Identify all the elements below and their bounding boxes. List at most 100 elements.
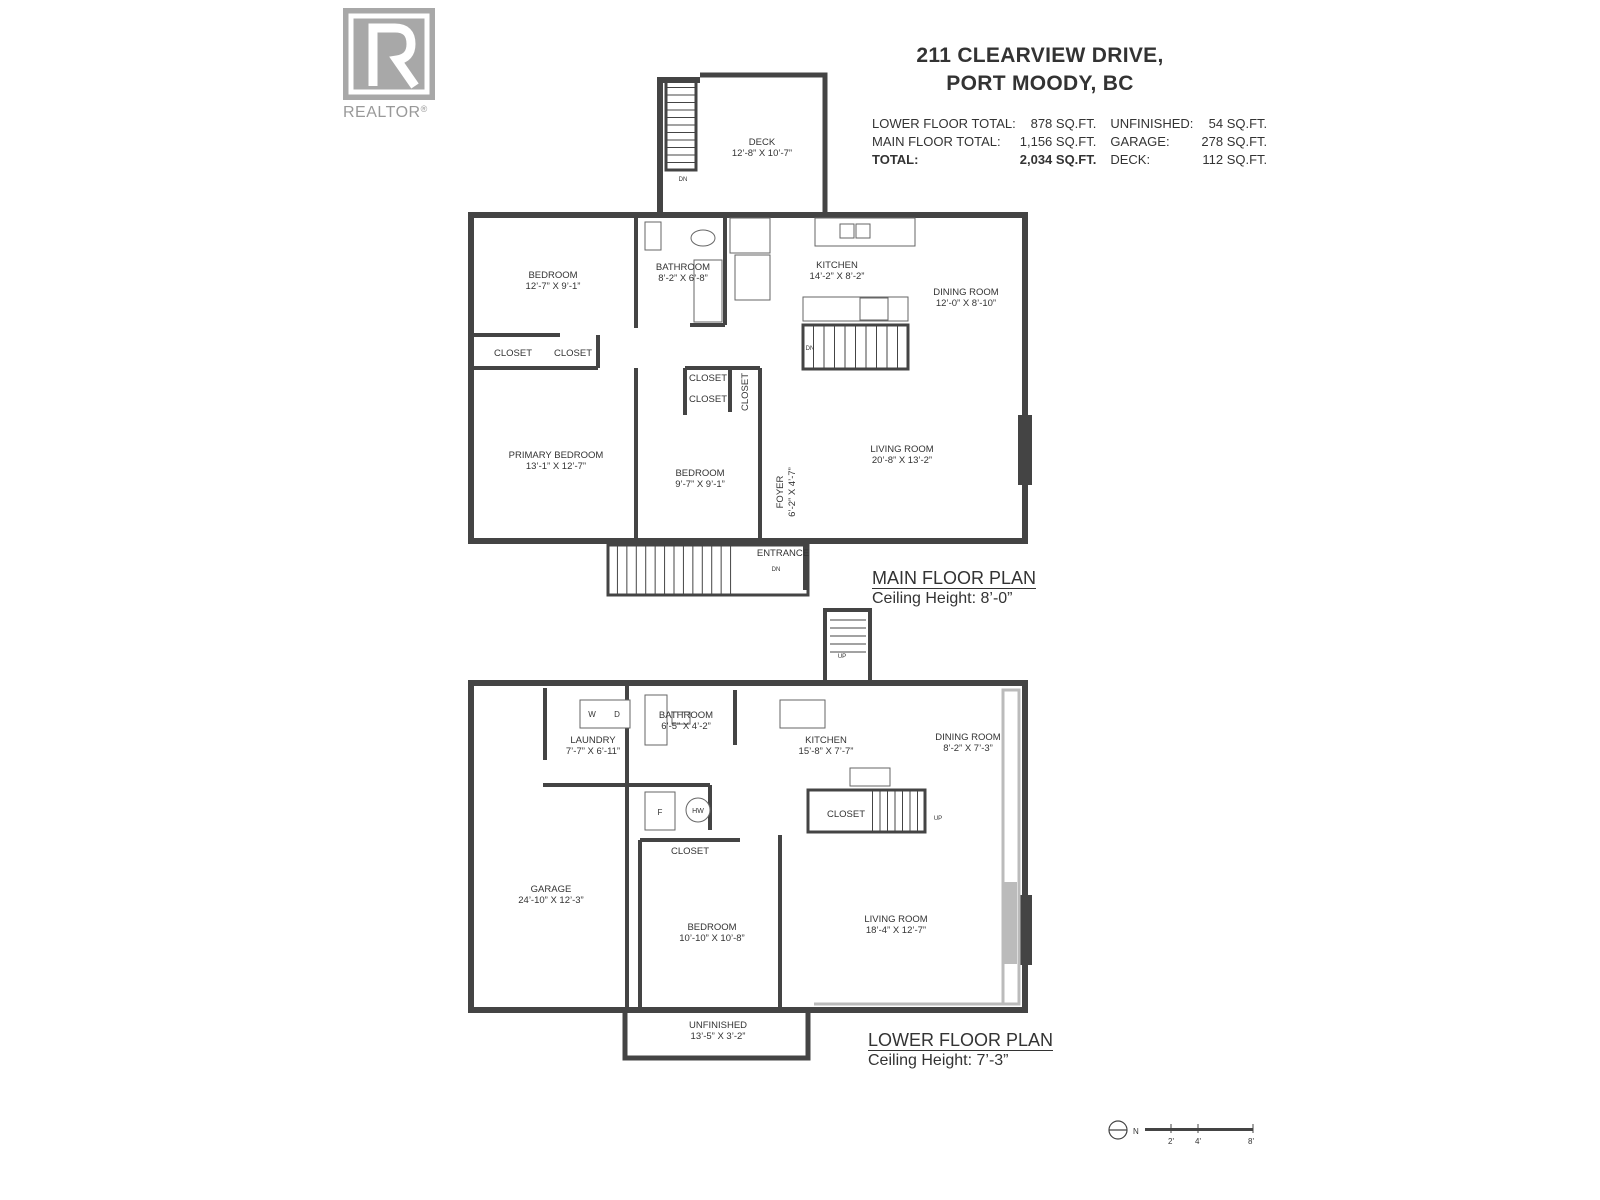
entrance-steps — [616, 545, 732, 595]
closet-label: CLOSET — [827, 809, 865, 820]
scale-tick: 4' — [1195, 1137, 1201, 1146]
up-label: UP — [838, 654, 846, 660]
washer-label: W — [588, 710, 596, 719]
address-line-2: PORT MOODY, BC — [946, 72, 1134, 95]
dn-label: DN — [806, 346, 815, 352]
lower-stair-wall — [823, 608, 872, 683]
lower-room-labels: LAUNDRY 7’-7” X 6’-11” BATHROOM 6’-5” X … — [518, 654, 1001, 1042]
stat-label: UNFINISHED: — [1110, 116, 1194, 131]
main-steps — [813, 325, 898, 369]
bathroom-label: BATHROOM — [656, 262, 710, 273]
bedroom-1-dims: 12’-7” X 9’-1” — [526, 281, 581, 292]
lower-living-dims: 18’-4” X 12’-7” — [866, 925, 926, 936]
stat-value: 54 SQ.FT. — [1208, 116, 1268, 131]
up-label: UP — [934, 816, 942, 822]
closet-label: CLOSET — [689, 394, 727, 405]
kitchen-dims: 14’-2” X 8’-2” — [810, 271, 865, 282]
lower-fixtures — [579, 694, 891, 831]
unfinished-label: UNFINISHED — [689, 1020, 747, 1031]
lower-bedroom-label: BEDROOM — [687, 922, 736, 933]
bedroom-2-dims: 9’-7” X 9’-1” — [675, 479, 725, 490]
stat-label: DECK: — [1110, 152, 1151, 167]
realtor-logo — [343, 8, 435, 100]
entrance-label: ENTRANCE — [757, 548, 809, 559]
main-kitchen-fixtures — [644, 217, 916, 323]
main-fireplace — [1018, 415, 1032, 485]
lower-exterior-steps — [830, 619, 866, 653]
stat-value: 878 SQ.FT. — [1030, 116, 1097, 131]
deck-label: DECK — [749, 137, 776, 148]
closet-label: CLOSET — [740, 373, 751, 411]
main-room-labels: DECK 12’-8” X 10’-7” BEDROOM 12’-7” X 9’… — [494, 137, 999, 573]
lower-dining-label: DINING ROOM — [935, 732, 1001, 743]
primary-bedroom-dims: 13’-1” X 12’-7” — [526, 461, 586, 472]
kitchen-label: KITCHEN — [816, 260, 858, 271]
lower-steps — [872, 790, 918, 832]
realtor-logo-text: REALTOR® — [343, 104, 428, 121]
stat-label: LOWER FLOOR TOTAL: — [872, 116, 1016, 131]
foyer-label: FOYER — [775, 476, 786, 509]
lower-hearth — [1003, 882, 1017, 964]
dn-label: DN — [679, 177, 688, 183]
realtor-r-icon — [348, 13, 430, 95]
stat-label: TOTAL: — [872, 152, 919, 167]
dining-room-label: DINING ROOM — [933, 287, 999, 298]
primary-bedroom-label: PRIMARY BEDROOM — [509, 450, 604, 461]
deck-wall-top — [700, 72, 828, 215]
north-label: N — [1133, 1127, 1139, 1136]
main-floor-ceiling: Ceiling Height: 8’-0” — [872, 590, 1013, 607]
bedroom-1-label: BEDROOM — [528, 270, 577, 281]
dining-room-dims: 12’-0” X 8’-10” — [936, 298, 996, 309]
furnace-label: F — [658, 808, 663, 817]
lower-bedroom-dims: 10’-10” X 10’-8” — [679, 933, 744, 944]
garage-dims: 24’-10” X 12’-3” — [518, 895, 583, 906]
dryer-label: D — [614, 710, 620, 719]
lower-floor-ceiling: Ceiling Height: 7’-3” — [868, 1052, 1009, 1069]
stat-value: 278 SQ.FT. — [1201, 134, 1268, 149]
stat-value: 2,034 SQ.FT. — [1019, 152, 1097, 167]
lower-kitchen-dims: 15’-8” X 7’-7” — [799, 746, 854, 757]
bathroom-dims: 8’-2” X 6’-8” — [658, 273, 708, 284]
address-line-1: 211 CLEARVIEW DRIVE, — [916, 44, 1164, 67]
lower-kitchen-label: KITCHEN — [805, 735, 847, 746]
deck-steps — [666, 87, 696, 163]
stat-value: 112 SQ.FT. — [1202, 152, 1268, 167]
lower-dining-dims: 8’-2” X 7’-3” — [943, 743, 993, 754]
area-summary-table: LOWER FLOOR TOTAL: 878 SQ.FT. UNFINISHED… — [870, 115, 1269, 169]
lower-bathroom-label: BATHROOM — [659, 710, 713, 721]
unfinished-dims: 13’-5” X 3’-2” — [691, 1031, 746, 1042]
main-outer-wall — [468, 212, 1028, 544]
unfinished-wall — [622, 1010, 811, 1061]
closet-label: CLOSET — [554, 348, 592, 359]
lower-floor-interior — [543, 683, 782, 1010]
bedroom-2-label: BEDROOM — [675, 468, 724, 479]
main-floor-interior — [471, 215, 807, 590]
living-room-dims: 20’-8” X 13’-2” — [872, 455, 932, 466]
stat-label: GARAGE: — [1110, 134, 1170, 149]
main-floor-title: MAIN FLOOR PLAN — [872, 568, 1037, 589]
closet-label: CLOSET — [671, 846, 709, 857]
lower-floor-walls — [468, 608, 1028, 1061]
scale-tick: 2' — [1168, 1137, 1174, 1146]
lower-floor-title: LOWER FLOOR PLAN — [868, 1030, 1054, 1051]
lower-interior-stairs — [806, 788, 927, 834]
stat-label: MAIN FLOOR TOTAL: — [872, 134, 1001, 149]
closet-label: CLOSET — [689, 373, 727, 384]
entrance-stairs — [606, 543, 810, 597]
lower-living-label: LIVING ROOM — [864, 914, 927, 925]
closet-label: CLOSET — [494, 348, 532, 359]
laundry-dims: 7’-7” X 6’-11” — [566, 746, 620, 757]
living-room-label: LIVING ROOM — [870, 444, 933, 455]
dn-label: DN — [772, 567, 781, 573]
lower-outer-wall — [468, 680, 1028, 1013]
garage-label: GARAGE — [531, 884, 572, 895]
lower-bathroom-dims: 6’-5” X 4’-2” — [661, 721, 711, 732]
laundry-label: LAUNDRY — [570, 735, 616, 746]
deck-dims: 12’-8” X 10’-7” — [732, 148, 792, 159]
foyer-dims: 6’-2” X 4’-7” — [787, 467, 798, 517]
scale-bar: N 2' 4' 8' — [1108, 1120, 1254, 1146]
stat-value: 1,156 SQ.FT. — [1019, 134, 1097, 149]
scale-tick: 8' — [1248, 1137, 1254, 1146]
hot-water-label: HW — [692, 808, 704, 815]
